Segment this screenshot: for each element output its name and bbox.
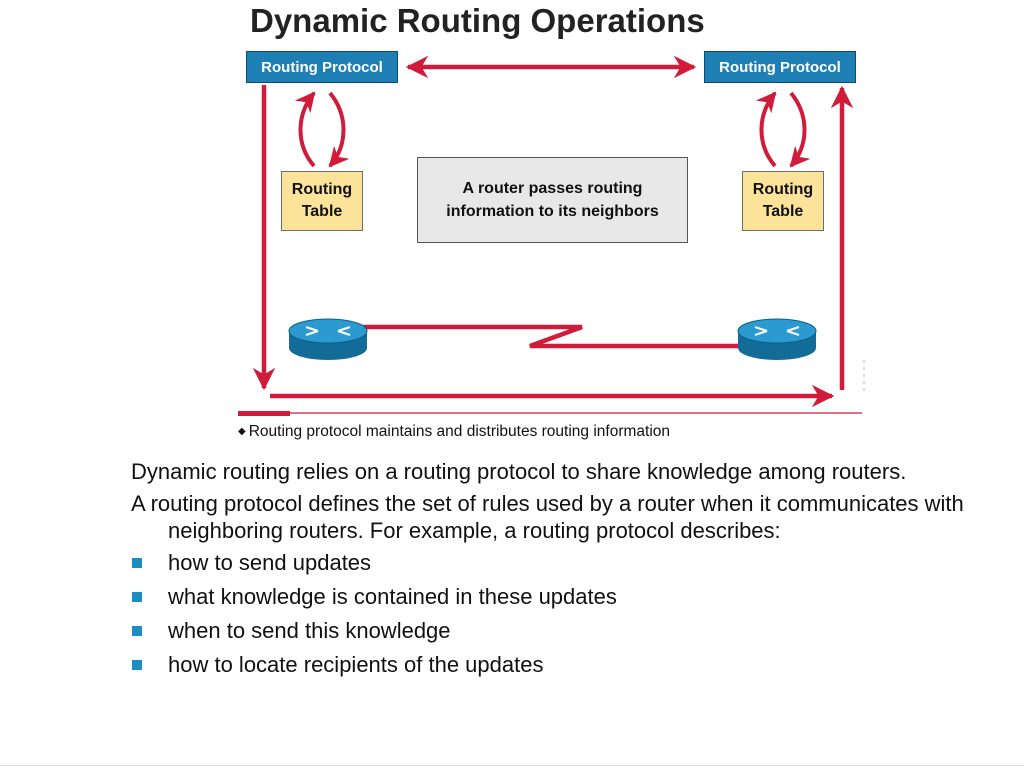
neighbor-note-box: A router passes routing information to i…: [417, 157, 688, 243]
square-bullet-icon: [132, 558, 142, 568]
diagram-base-accent: [238, 411, 290, 416]
bullet-text: when to send this knowledge: [168, 618, 451, 643]
slide-title: Dynamic Routing Operations: [250, 2, 705, 39]
bullet-list: how to send updates what knowledge is co…: [131, 549, 971, 685]
left-table-arrow-down: [328, 91, 350, 168]
serial-link: [360, 324, 740, 349]
routing-protocol-right: Routing Protocol: [704, 51, 856, 83]
routing-table-left-line1: Routing: [291, 181, 353, 198]
caption-text: Routing protocol maintains and distribut…: [248, 423, 671, 440]
routing-diagram: [238, 55, 865, 416]
square-bullet-icon: [132, 660, 142, 670]
routing-table-right-line2: Table: [762, 203, 804, 220]
router-right-icon: [737, 318, 817, 360]
routing-table-left: Routing Table: [281, 171, 363, 231]
footer-divider: [0, 765, 1024, 766]
list-item: how to locate recipients of the updates: [131, 651, 971, 685]
routing-table-right-line1: Routing: [752, 181, 814, 198]
square-bullet-icon: [132, 592, 142, 602]
list-item: how to send updates: [131, 549, 971, 583]
list-item: what knowledge is contained in these upd…: [131, 583, 971, 617]
right-table-arrow-up: [755, 91, 777, 168]
left-table-arrow-up: [294, 91, 316, 168]
note-line-2: information to its neighbors: [446, 203, 659, 220]
diagram-caption: ◆Routing protocol maintains and distribu…: [238, 423, 670, 441]
right-table-arrow-down: [789, 91, 811, 168]
bullet-text: what knowledge is contained in these upd…: [168, 584, 617, 609]
bullet-text: how to locate recipients of the updates: [168, 652, 544, 677]
routing-table-left-line2: Table: [301, 203, 343, 220]
square-bullet-icon: [132, 626, 142, 636]
paragraph-1: Dynamic routing relies on a routing prot…: [131, 459, 907, 484]
note-line-1: A router passes routing: [462, 180, 643, 197]
paragraph-2: A routing protocol defines the set of ru…: [131, 491, 964, 543]
routing-protocol-left: Routing Protocol: [246, 51, 398, 83]
caption-diamond-icon: ◆: [238, 426, 246, 437]
routing-table-right: Routing Table: [742, 171, 824, 231]
router-left-icon: [288, 318, 368, 360]
bullet-text: how to send updates: [168, 550, 372, 575]
list-item: when to send this knowledge: [131, 617, 971, 651]
slide-body: Dynamic routing relies on a routing prot…: [131, 458, 971, 685]
